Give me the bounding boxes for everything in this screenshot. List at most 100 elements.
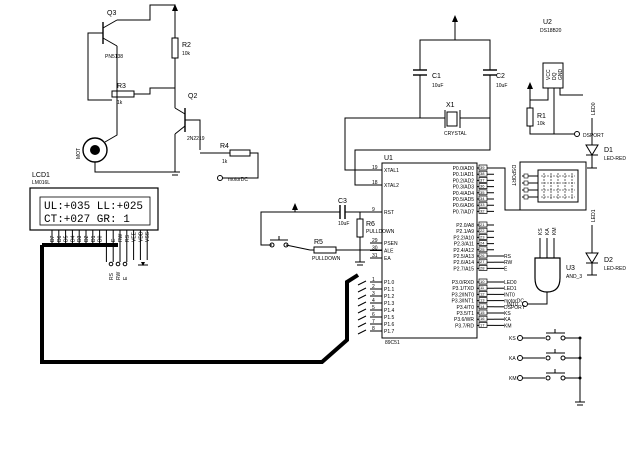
mcu-body bbox=[381, 162, 478, 339]
mcu-pin-label: P2.4/A12 bbox=[453, 248, 474, 254]
mcu-pin-label: P0.5/AD5 bbox=[453, 197, 475, 203]
wire bbox=[460, 75, 491, 119]
mcu-pin-box bbox=[478, 170, 488, 177]
lcd-pin-label: D3 bbox=[77, 235, 83, 242]
d1-part: LED-RED bbox=[604, 156, 626, 162]
d1-label: D1 bbox=[604, 147, 613, 154]
temperature-sensor: U2 DS18B20 VCC DQ GND R1 10k DSPORT bbox=[526, 19, 604, 139]
r4-label: R4 bbox=[220, 143, 229, 150]
c3-label: C3 bbox=[338, 198, 347, 205]
r2-label: R2 bbox=[182, 42, 191, 49]
mcu-net-label: KM bbox=[504, 323, 512, 329]
motor-driver: Q3 PN5138 R2 10k R3 1k Q2 2N2219 MOT bbox=[76, 4, 259, 183]
mcu-pin-label: P3.5/T1 bbox=[456, 311, 474, 317]
mcu-pin-label: P3.4/T0 bbox=[456, 305, 474, 311]
q2-lead bbox=[174, 107, 186, 115]
mcu-pin-label: P2.5/A13 bbox=[453, 254, 474, 260]
mcu-pin-box bbox=[478, 278, 488, 285]
lcd-net-label: RS bbox=[109, 272, 115, 280]
mcu-pin-number: 25 bbox=[480, 247, 485, 252]
mcu-pin-number: 7 bbox=[372, 319, 375, 325]
button-contact bbox=[560, 375, 566, 381]
lcd-pin-label: D5 bbox=[64, 235, 70, 242]
wire bbox=[94, 162, 175, 173]
mcu-pin-number: 36 bbox=[480, 184, 485, 189]
lcd-pin-label: D2 bbox=[84, 235, 90, 242]
mcu-pin-label: P0.6/AD6 bbox=[453, 203, 475, 209]
motor-label: MOT bbox=[76, 148, 82, 159]
wire bbox=[528, 292, 548, 305]
dsport-net: DSPORT bbox=[583, 133, 604, 139]
button-contact bbox=[545, 375, 551, 381]
c2-label: C2 bbox=[496, 73, 505, 80]
r1-resistor bbox=[526, 107, 534, 127]
mcu-pin-label: P2.7/A15 bbox=[453, 266, 474, 272]
lcd-pin-label: VEE bbox=[132, 231, 138, 242]
wire bbox=[529, 126, 554, 135]
mcu-pin-label: XTAL1 bbox=[384, 168, 399, 174]
reset-circuit: C3 10uF R6 PULLDOWN R5 PULLDOWN bbox=[260, 198, 395, 266]
u3-label: U3 bbox=[566, 265, 575, 272]
mcu-net-label: LED1 bbox=[504, 286, 517, 292]
mcu-pin-box bbox=[478, 284, 488, 291]
ds-pin-dq: DQ bbox=[552, 72, 558, 80]
key-label: KA bbox=[509, 356, 516, 362]
mcu-pin-label: P1.3 bbox=[384, 301, 395, 307]
r1-value: 10k bbox=[537, 121, 546, 127]
mcu-pin-label: P2.1/A9 bbox=[456, 229, 474, 235]
wire bbox=[285, 244, 311, 251]
bus-entry bbox=[357, 329, 367, 335]
mcu-pin-box bbox=[478, 322, 488, 328]
button-contact bbox=[560, 355, 566, 361]
q2-part: 2N2219 bbox=[187, 136, 205, 142]
mcu-pin-number: 39 bbox=[480, 165, 485, 170]
mcu-pin-label: P3.0/RXD bbox=[452, 280, 475, 286]
mcu-pin-label: P2.6/A14 bbox=[453, 260, 474, 266]
c2-value: 10uF bbox=[496, 83, 507, 89]
mcu-pin-number: 37 bbox=[480, 177, 485, 182]
power-terminal bbox=[172, 4, 178, 11]
led1-net: LED1 bbox=[591, 209, 597, 222]
mcu-pin-box bbox=[478, 291, 488, 297]
bus-entry bbox=[357, 322, 367, 328]
mcu-pin-box bbox=[478, 297, 488, 303]
net-terminal bbox=[517, 335, 523, 341]
mcu-pin-number: 34 bbox=[480, 196, 485, 201]
wire bbox=[87, 32, 112, 101]
led-d2: LED1 D2 LED-RED bbox=[585, 209, 626, 276]
r2-resistor bbox=[171, 37, 179, 59]
lcd-screen bbox=[39, 196, 151, 226]
mcu-pin-box bbox=[478, 183, 488, 189]
wire bbox=[354, 118, 491, 186]
mcu-pin-number: 32 bbox=[480, 208, 485, 213]
crystal-icon bbox=[446, 111, 458, 127]
led-d1: LED0 D1 LED-RED bbox=[585, 102, 626, 169]
wire bbox=[559, 88, 575, 96]
key-label: KM bbox=[509, 376, 517, 382]
mcu-pin-number: 2 bbox=[372, 284, 375, 290]
pin-marker bbox=[523, 187, 529, 193]
c1-value: 10uF bbox=[432, 83, 443, 89]
mcu-pin-number: 1 bbox=[372, 277, 375, 283]
mcu-pin-number: 12 bbox=[480, 291, 485, 296]
u1-part: 89C51 bbox=[385, 340, 400, 346]
bus-entry bbox=[357, 287, 367, 293]
mcu-pin-number: 33 bbox=[480, 202, 485, 207]
q2-label: Q2 bbox=[188, 93, 197, 100]
net-terminal bbox=[517, 375, 523, 381]
mcu-pin-number: 11 bbox=[480, 285, 485, 290]
r2-value: 10k bbox=[182, 51, 191, 57]
c3-value: 10uF bbox=[338, 221, 349, 227]
mcu-pin-label: P3.2/INT0 bbox=[451, 292, 474, 298]
lcd-pin-label: VDD bbox=[138, 231, 144, 242]
r4-resistor bbox=[229, 149, 251, 157]
mcu-pin-number: 16 bbox=[480, 316, 485, 321]
button-contact bbox=[545, 335, 551, 341]
r6-value: PULLDOWN bbox=[366, 229, 395, 235]
ds18b20-body bbox=[542, 62, 564, 89]
mcu-pin-number: 26 bbox=[480, 253, 485, 258]
dsport-display-label: DSPORT bbox=[510, 165, 516, 186]
button-contact bbox=[269, 242, 275, 248]
r5-label: R5 bbox=[314, 239, 323, 246]
